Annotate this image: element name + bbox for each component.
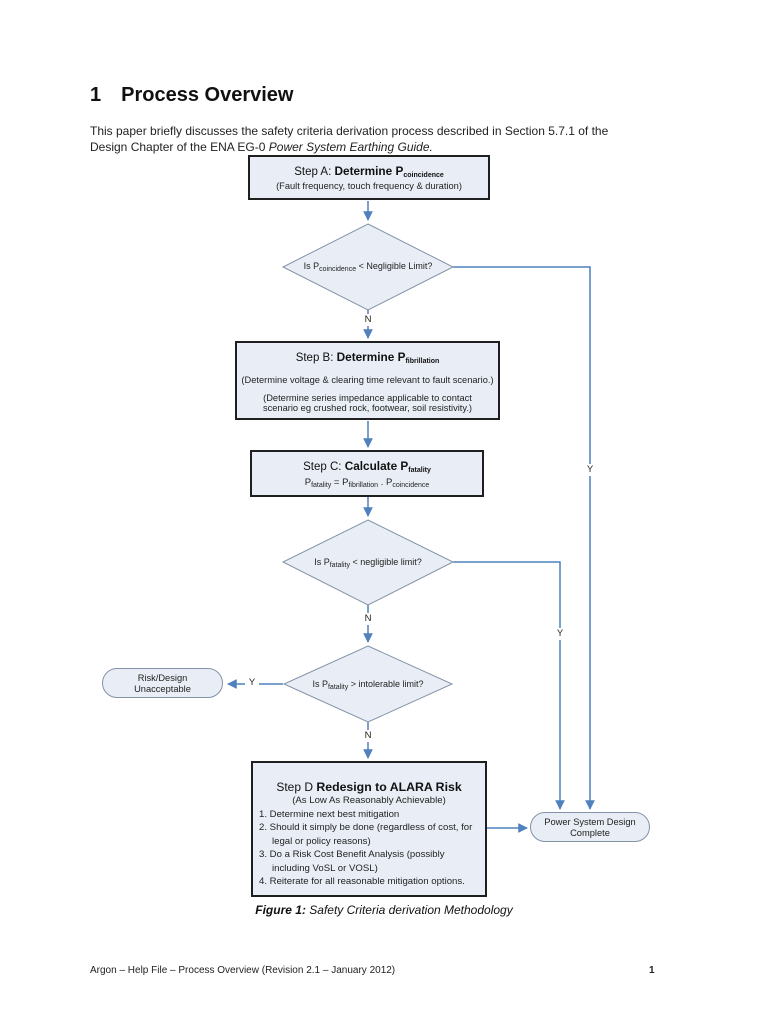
step-b-description-1: (Determine voltage & clearing time relev… [241,375,494,385]
intro-italic-title: Power System Earthing Guide. [268,139,433,154]
decision-3-label: Is Pfatality > intolerable limit? [312,679,424,691]
step-a-description: (Fault frequency, touch frequency & dura… [276,181,462,191]
branch-label-yes-inner: Y [553,628,567,640]
connector-d2-yes-to-complete [453,561,565,810]
step-c-formula: Pfatality = Pfibrillation . Pcoincidence [304,477,430,489]
step-a-box: Step A: Determine Pcoincidence (Fault fr… [248,155,490,200]
intro-paragraph: This paper briefly discusses the safety … [90,124,690,155]
step-d-title: Step D Redesign to ALARA Risk [276,780,462,794]
footer-text: Argon – Help File – Process Overview (Re… [90,965,396,976]
decision-diamond-3 [282,645,454,723]
risk-unacceptable-line1: Risk/Design [137,673,188,683]
step-d-item: 3. Do a Risk Cost Benefit Analysis (poss… [259,849,445,874]
design-complete-line1: Power System Design [544,817,636,827]
step-a-title: Step A: Determine Pcoincidence [294,164,444,179]
step-c-box: Step C: Calculate Pfatality Pfatality = … [250,450,484,497]
branch-label-no-2: N [361,613,375,625]
decision-1-label: Is Pcoincidence < Negligible Limit? [303,261,433,273]
decision-2-label: Is Pfatality < negligible limit? [314,557,422,569]
step-b-description-2: (Determine series impedance applicable t… [262,393,473,413]
decision-diamond-1 [281,223,455,311]
branch-label-no-3: N [361,730,375,742]
risk-unacceptable-line2: Unacceptable [134,684,191,694]
step-d-item: 4. Reiterate for all reasonable mitigati… [259,876,465,888]
intro-line1: This paper briefly discusses the safety … [90,124,609,138]
figure-caption-text: Safety Criteria derivation Methodology [305,903,513,917]
step-d-item: 1. Determine next best mitigation [259,809,400,820]
branch-label-yes-outer: Y [583,464,597,476]
step-d-subtitle: (As Low As Reasonably Achievable) [292,795,446,806]
heading-number: 1 [90,84,102,106]
figure-caption-label: Figure 1: [255,903,306,917]
step-d-list: 1. Determine next best mitigation 2. Sho… [253,808,485,888]
footer-page-number: 1 [649,965,655,976]
design-complete-line2: Complete [570,828,610,838]
connector-d1-yes-to-complete [453,266,595,810]
design-complete-terminator: Power System Design Complete [530,812,650,842]
step-b-title: Step B: Determine Pfibrillation [295,350,440,365]
branch-label-no-1: N [361,314,375,326]
figure-caption: Figure 1: Safety Criteria derivation Met… [0,903,768,917]
risk-unacceptable-terminator: Risk/Design Unacceptable [102,668,223,698]
step-d-item: 2. Should it simply be done (regardless … [259,822,473,847]
step-d-box: Step D Redesign to ALARA Risk (As Low As… [251,761,487,897]
heading-text: Process Overview [121,84,294,106]
step-c-title: Step C: Calculate Pfatality [303,459,431,474]
step-b-box: Step B: Determine Pfibrillation (Determi… [235,341,500,420]
branch-label-yes-left: Y [245,677,259,689]
intro-line2: Design Chapter of the ENA EG-0 [90,139,269,154]
decision-diamond-2 [281,519,455,606]
page-title: 1 Process Overview [90,84,293,107]
